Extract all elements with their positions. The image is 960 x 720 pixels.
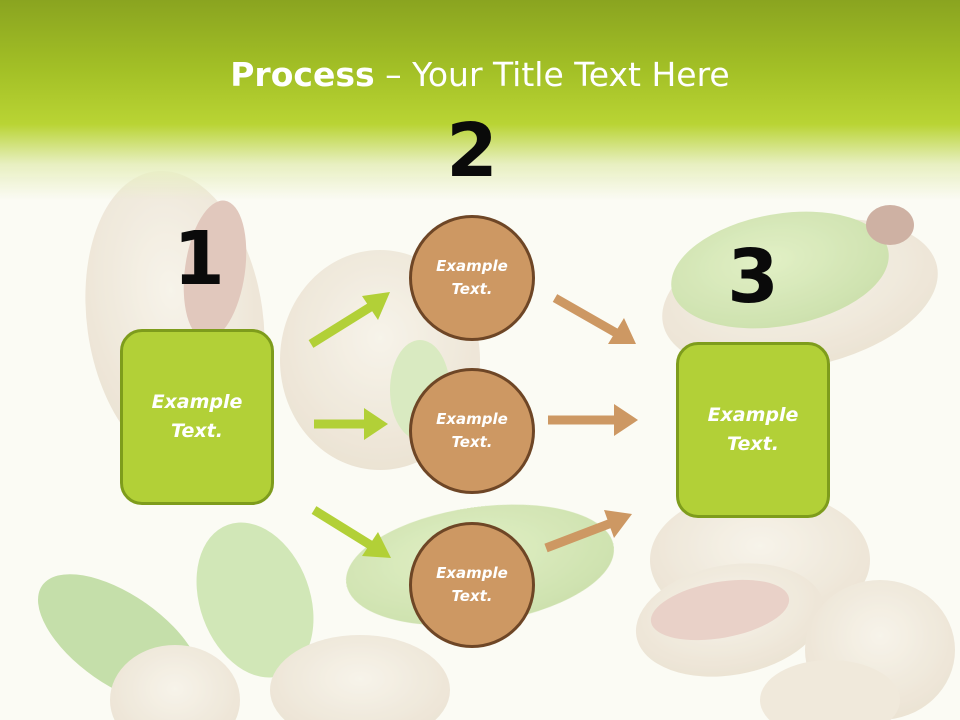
header-band [0, 0, 960, 200]
slide-title: Process – Your Title Text Here [0, 54, 960, 96]
circle-text-line: Example [436, 564, 508, 582]
step-number-2: 2 [446, 108, 498, 194]
circle-text-line: Text. [451, 587, 493, 605]
title-rest: – Your Title Text Here [374, 55, 730, 94]
step-2-circle-bottom: Example Text. [409, 522, 535, 648]
arrow-icon [314, 408, 388, 440]
step-1-box: Example Text. [120, 329, 274, 505]
arrow-icon [544, 510, 632, 553]
box-text-line: Example [707, 404, 799, 426]
circle-text-line: Text. [451, 280, 493, 298]
box-text-line: Text. [171, 420, 223, 442]
circle-text-line: Text. [451, 433, 493, 451]
circle-text-line: Example [436, 410, 508, 428]
arrow-icon [548, 404, 638, 436]
step-2-circle-top: Example Text. [409, 215, 535, 341]
step-2-circle-middle: Example Text. [409, 368, 535, 494]
circle-text-line: Example [436, 257, 508, 275]
arrow-icon [308, 292, 390, 348]
step-3-box: Example Text. [676, 342, 830, 518]
step-number-3: 3 [727, 234, 779, 320]
step-number-1: 1 [173, 216, 225, 302]
arrow-icon [311, 506, 391, 558]
box-text-line: Example [151, 391, 243, 413]
title-bold: Process [230, 55, 375, 94]
box-text-line: Text. [727, 433, 779, 455]
arrow-icon [552, 294, 636, 344]
